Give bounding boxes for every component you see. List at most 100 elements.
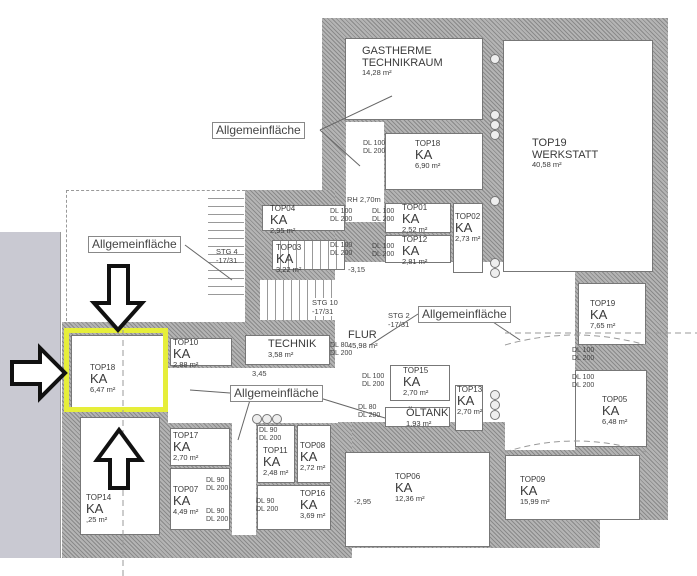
pillar	[272, 414, 282, 424]
room-type: KA	[590, 307, 608, 323]
level-note: -3,15	[348, 265, 366, 274]
room-type: KA	[457, 393, 475, 409]
room-type: KA	[300, 497, 318, 513]
room-top18-upper[interactable]	[385, 133, 483, 190]
room-number: TOP13	[457, 385, 483, 394]
door-height: DL 200	[358, 412, 381, 419]
room-top09[interactable]	[505, 455, 640, 520]
room-area: ,25 m²	[86, 515, 108, 525]
room-number: TOP14	[86, 493, 112, 502]
room-type: KA	[86, 501, 104, 517]
door-width: DL 90	[206, 477, 225, 484]
stair-name: STG 2	[388, 311, 410, 320]
room-top07[interactable]	[170, 468, 230, 530]
room-top06[interactable]	[345, 452, 490, 547]
room-area: 2,72 m²	[300, 463, 326, 473]
pillar	[490, 110, 500, 120]
room-top17[interactable]	[170, 428, 230, 466]
room-area: 14,28 m²	[362, 68, 392, 78]
room-type: KA	[173, 493, 191, 509]
common-area-label: Allgemeinfläche	[230, 385, 323, 402]
room-top01[interactable]	[385, 203, 451, 233]
room-top19-werkstatt[interactable]	[503, 40, 653, 272]
leader-line	[489, 319, 521, 341]
stair-ratio: -17/31	[216, 256, 238, 265]
room-top08[interactable]	[297, 425, 331, 483]
room-type: KA	[402, 211, 420, 227]
room-number: FLUR	[348, 329, 377, 341]
room-type: KA	[415, 147, 433, 163]
room-top10[interactable]	[170, 338, 232, 366]
door-width: DL 100	[572, 374, 595, 381]
room-area: 2,70 m²	[173, 453, 199, 463]
room-top13[interactable]	[455, 385, 483, 431]
room-top04[interactable]	[262, 205, 345, 231]
room-type: TECHNIKRAUM	[362, 56, 443, 69]
room-number: TECHNIK	[268, 338, 317, 350]
room-oeltank[interactable]	[385, 407, 450, 427]
room-number: TOP02	[455, 212, 481, 221]
room-area: 2,52 m²	[402, 225, 428, 235]
door-width: DL 100	[372, 243, 395, 250]
room-type: KA	[270, 212, 288, 228]
room-area: 2,88 m²	[173, 360, 199, 370]
room-top19-small[interactable]	[578, 283, 646, 345]
room-type: KA	[520, 483, 538, 499]
pillar	[490, 410, 500, 420]
room-type: KA	[395, 480, 413, 496]
pillar	[490, 258, 500, 268]
room-number: TOP16	[300, 489, 326, 498]
room-number: TOP19	[590, 299, 616, 308]
door-height: DL 200	[330, 350, 353, 357]
arrow-down-icon	[89, 264, 147, 334]
stair-label-stg2: STG 2-17/31	[388, 311, 410, 329]
room-number: TOP15	[403, 366, 429, 375]
common-area-label: Allgemeinfläche	[88, 236, 181, 253]
room-top02[interactable]	[453, 203, 483, 273]
pillar	[490, 390, 500, 400]
leader-line	[319, 95, 393, 131]
room-number: TOP12	[402, 235, 428, 244]
room-area: 2,95 m²	[270, 226, 296, 236]
room-area: 45,98 m²	[348, 340, 378, 350]
room-top12[interactable]	[385, 235, 451, 263]
stair-name: STG 10	[312, 298, 338, 307]
door-height: DL 200	[256, 506, 279, 513]
room-top11[interactable]	[257, 425, 295, 483]
room-technik[interactable]	[245, 335, 330, 365]
room-area: 12,36 m²	[395, 494, 425, 504]
leader-line	[319, 397, 386, 419]
door-width: DL 80	[330, 342, 349, 349]
room-type: KA	[403, 374, 421, 390]
room-gastherme[interactable]	[345, 38, 483, 120]
room-top16[interactable]	[257, 485, 331, 530]
room-number: TOP18	[415, 139, 441, 148]
door-width: DL 100	[363, 140, 386, 147]
level-note: 3,45	[252, 369, 267, 378]
room-top15[interactable]	[390, 365, 450, 401]
room-number: TOP11	[263, 446, 288, 455]
room-type: KA	[90, 371, 108, 387]
room-area: 40,58 m²	[532, 160, 562, 170]
room-area: 3,58 m²	[268, 349, 294, 359]
room-top05[interactable]	[575, 370, 647, 447]
room-top03[interactable]	[272, 240, 345, 270]
door-height: DL 200	[362, 381, 385, 388]
